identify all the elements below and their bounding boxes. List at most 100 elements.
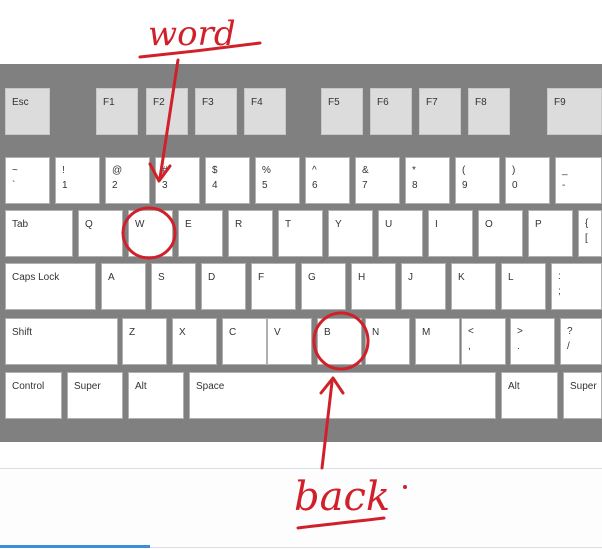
key-label: L bbox=[508, 272, 514, 283]
key-m: M bbox=[415, 318, 460, 365]
key-tab: Tab bbox=[5, 210, 73, 257]
key-label: Alt bbox=[508, 381, 520, 392]
key-s: S bbox=[151, 263, 196, 310]
key-label: F7 bbox=[426, 97, 438, 108]
key-q: Q bbox=[78, 210, 123, 257]
key-shift-label: $ bbox=[212, 165, 218, 176]
key-space: Space bbox=[189, 372, 496, 419]
key-label: D bbox=[208, 272, 216, 283]
key-label: R bbox=[235, 219, 243, 230]
key-symbol: !1 bbox=[55, 157, 100, 204]
key-shift-label: ! bbox=[62, 165, 65, 176]
key-label: Super bbox=[74, 381, 101, 392]
key-label: B bbox=[324, 327, 331, 338]
key-label: U bbox=[385, 219, 393, 230]
key-shift-label: ) bbox=[512, 165, 516, 176]
annotation-word: word bbox=[148, 14, 236, 54]
key-super: Super bbox=[563, 372, 602, 419]
key-f2: F2 bbox=[146, 88, 188, 135]
key-f4: F4 bbox=[244, 88, 286, 135]
key-shift-label: ? bbox=[567, 326, 573, 337]
key-label: V bbox=[274, 327, 281, 338]
key-label: Shift bbox=[12, 327, 33, 338]
key-label: C bbox=[229, 327, 237, 338]
key-label: H bbox=[358, 272, 366, 283]
key-label: K bbox=[458, 272, 465, 283]
key-g: G bbox=[301, 263, 346, 310]
key-shift-label: < bbox=[468, 326, 474, 337]
key-symbol: (9 bbox=[455, 157, 500, 204]
key-base-label: 7 bbox=[362, 180, 368, 191]
key-label: F5 bbox=[328, 97, 340, 108]
key-base-label: 5 bbox=[262, 180, 268, 191]
key-label: Z bbox=[129, 327, 136, 338]
key-o: O bbox=[478, 210, 523, 257]
key-p: P bbox=[528, 210, 573, 257]
key-symbol: #3 bbox=[155, 157, 200, 204]
key-base-label: 4 bbox=[212, 180, 218, 191]
key-label: O bbox=[485, 219, 493, 230]
key-label: Super bbox=[570, 381, 597, 392]
key-base-label: 9 bbox=[462, 180, 468, 191]
key-label: A bbox=[108, 272, 115, 283]
key-control: Control bbox=[5, 372, 62, 419]
key-alt: Alt bbox=[128, 372, 184, 419]
annotation-back: back bbox=[294, 474, 391, 520]
key-symbol: %5 bbox=[255, 157, 300, 204]
key-shift-label: : bbox=[558, 271, 561, 282]
key-r: R bbox=[228, 210, 273, 257]
key-base-label: - bbox=[562, 180, 566, 191]
key-base-label: [ bbox=[585, 233, 588, 244]
key-symbol: :; bbox=[551, 263, 602, 310]
key-c: C bbox=[222, 318, 267, 365]
key-k: K bbox=[451, 263, 496, 310]
key-symbol: *8 bbox=[405, 157, 450, 204]
key-label: F9 bbox=[554, 97, 566, 108]
key-shift-label: * bbox=[412, 165, 416, 176]
key-symbol: &7 bbox=[355, 157, 400, 204]
key-l: L bbox=[501, 263, 546, 310]
key-label: Space bbox=[196, 381, 225, 392]
key-f9: F9 bbox=[547, 88, 602, 135]
key-label: E bbox=[185, 219, 192, 230]
key-caps-lock: Caps Lock bbox=[5, 263, 96, 310]
key-base-label: ` bbox=[12, 180, 16, 191]
key-base-label: 2 bbox=[112, 180, 118, 191]
key-v: V bbox=[267, 318, 312, 365]
key-label: F3 bbox=[202, 97, 214, 108]
key-shift-label: @ bbox=[112, 165, 123, 176]
key-j: J bbox=[401, 263, 446, 310]
key-base-label: 6 bbox=[312, 180, 318, 191]
key-label: Tab bbox=[12, 219, 29, 230]
key-base-label: 3 bbox=[162, 180, 168, 191]
key-label: G bbox=[308, 272, 316, 283]
key-symbol: _- bbox=[555, 157, 602, 204]
key-h: H bbox=[351, 263, 396, 310]
key-super: Super bbox=[67, 372, 123, 419]
key-symbol: ~` bbox=[5, 157, 50, 204]
key-label: F1 bbox=[103, 97, 115, 108]
key-base-label: 8 bbox=[412, 180, 418, 191]
key-label: Alt bbox=[135, 381, 147, 392]
key-shift-label: ( bbox=[462, 165, 466, 176]
key-label: S bbox=[158, 272, 165, 283]
key-f6: F6 bbox=[370, 88, 412, 135]
key-label: I bbox=[435, 219, 438, 230]
key-label: T bbox=[285, 219, 292, 230]
key-label: Esc bbox=[12, 97, 29, 108]
key-d: D bbox=[201, 263, 246, 310]
key-label: Y bbox=[335, 219, 342, 230]
key-t: T bbox=[278, 210, 323, 257]
key-w: W bbox=[128, 210, 173, 257]
key-shift-label: ~ bbox=[12, 165, 18, 176]
key-shift: Shift bbox=[5, 318, 118, 365]
key-y: Y bbox=[328, 210, 373, 257]
key-symbol: @2 bbox=[105, 157, 150, 204]
key-shift-label: & bbox=[362, 165, 369, 176]
key-a: A bbox=[101, 263, 146, 310]
key-symbol: ?/ bbox=[560, 318, 602, 365]
key-label: N bbox=[372, 327, 380, 338]
key-label: F2 bbox=[153, 97, 165, 108]
key-f5: F5 bbox=[321, 88, 363, 135]
